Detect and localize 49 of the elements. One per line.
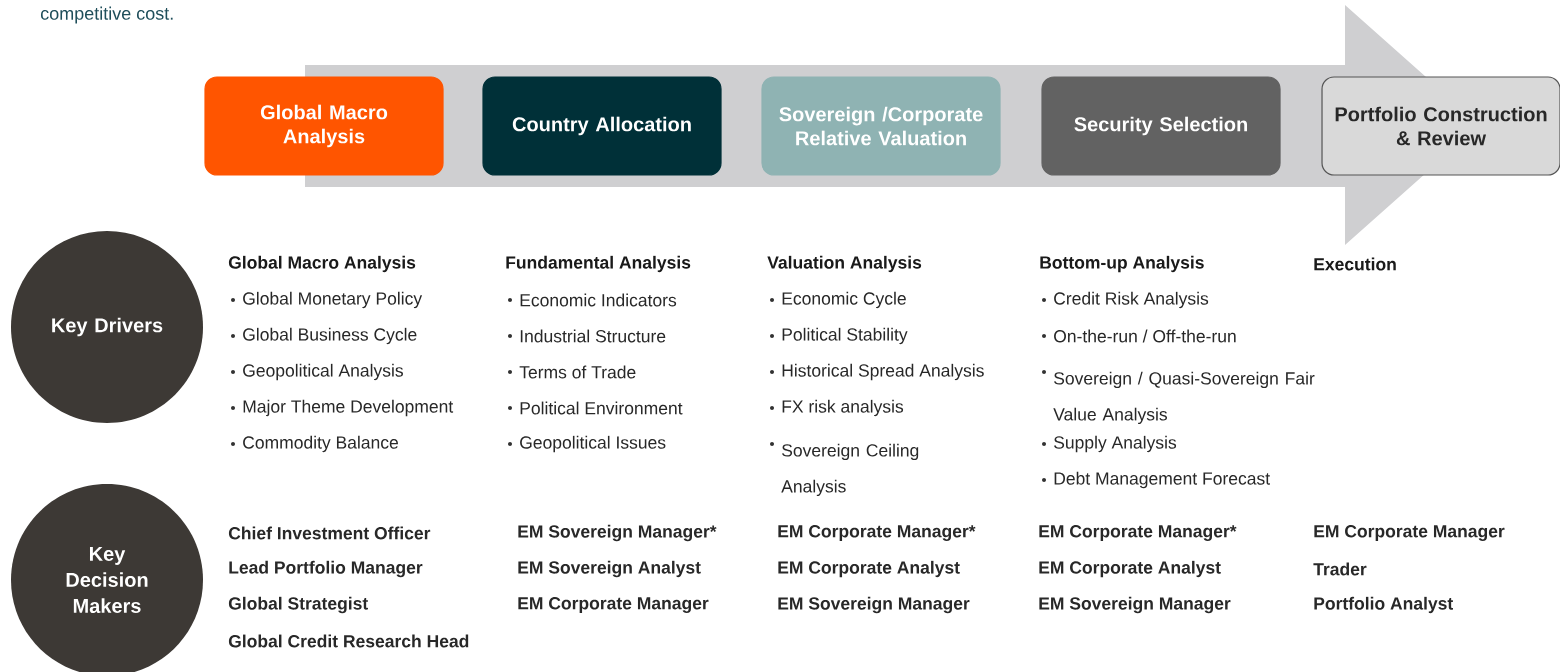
role-name: EM Sovereign Manager bbox=[1039, 596, 1231, 614]
list-item: Global Monetary Policy bbox=[243, 291, 423, 309]
process-box: Sovereign /Corporate Relative Valuation bbox=[761, 76, 1001, 176]
list-item: On-the-run / Off-the-run bbox=[1054, 329, 1236, 343]
list-item: Major Theme Development bbox=[243, 399, 454, 417]
circle-badge: Key Decision Makers bbox=[11, 484, 203, 672]
process-box: Country Allocation bbox=[482, 76, 722, 176]
list-item: Debt Management Forecast bbox=[1054, 471, 1270, 489]
list-item: Geopolitical Analysis bbox=[243, 363, 403, 381]
role-name: Portfolio Analyst bbox=[1314, 596, 1453, 614]
role-name: EM Corporate Manager bbox=[1314, 525, 1505, 541]
role-name: Global Credit Research Head bbox=[228, 634, 469, 648]
list-item: FX risk analysis bbox=[782, 399, 904, 417]
circle-badge: Key Drivers bbox=[11, 231, 203, 423]
list-item: Supply Analysis bbox=[1054, 435, 1177, 453]
list-item: Sovereign Ceiling Analysis bbox=[781, 443, 919, 497]
role-name: EM Sovereign Analyst bbox=[518, 560, 701, 578]
column-heading: Execution bbox=[1314, 257, 1396, 271]
role-name: EM Corporate Analyst bbox=[778, 560, 960, 578]
list-item: Commodity Balance bbox=[243, 435, 398, 453]
column-heading: Valuation Analysis bbox=[767, 255, 922, 273]
list-item: Credit Risk Analysis bbox=[1054, 291, 1209, 309]
role-name: EM Corporate Analyst bbox=[1039, 560, 1221, 578]
list-item: Economic Cycle bbox=[782, 291, 906, 309]
list-item: Sovereign / Quasi-Sovereign Fair Value Analysis bbox=[1053, 371, 1315, 425]
role-name: Trader bbox=[1313, 562, 1367, 576]
column-heading: Fundamental Analysis bbox=[506, 255, 691, 273]
list-item: Industrial Structure bbox=[520, 329, 666, 343]
role-name: Global Strategist bbox=[228, 596, 368, 614]
list-item: Political Environment bbox=[520, 401, 683, 415]
list-item: Terms of Trade bbox=[519, 365, 636, 379]
process-box: Portfolio Construction & Review bbox=[1321, 76, 1560, 176]
role-name: EM Corporate Manager bbox=[518, 597, 709, 613]
intro-text: competitive cost. bbox=[40, 6, 173, 24]
list-item: Historical Spread Analysis bbox=[782, 363, 984, 381]
role-name: EM Corporate Manager* bbox=[1039, 525, 1237, 541]
role-name: EM Sovereign Manager* bbox=[518, 524, 717, 542]
column-heading: Global Macro Analysis bbox=[228, 255, 416, 273]
role-name: EM Sovereign Manager bbox=[778, 596, 970, 614]
role-name: Lead Portfolio Manager bbox=[229, 560, 423, 578]
column-heading: Bottom-up Analysis bbox=[1040, 255, 1204, 273]
list-item: Political Stability bbox=[782, 327, 908, 345]
role-name: Chief Investment Officer bbox=[228, 526, 431, 540]
role-name: EM Corporate Manager* bbox=[778, 525, 976, 541]
list-item: Geopolitical Issues bbox=[520, 435, 666, 453]
process-box: Security Selection bbox=[1041, 76, 1281, 176]
process-box: Global Macro Analysis bbox=[204, 76, 444, 176]
list-item: Global Business Cycle bbox=[243, 327, 417, 345]
list-item: Economic Indicators bbox=[520, 293, 677, 307]
